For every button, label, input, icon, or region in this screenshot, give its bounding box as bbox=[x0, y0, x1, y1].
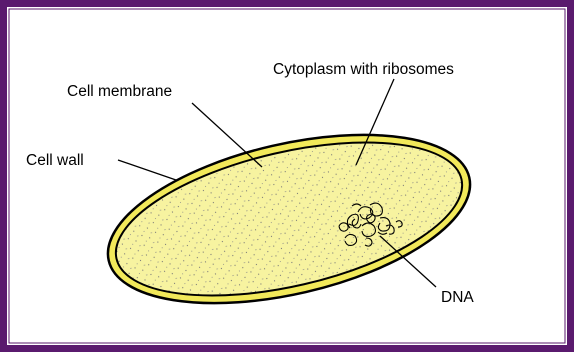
cell-wall-label: Cell wall bbox=[26, 152, 84, 169]
cytoplasm-label: Cytoplasm with ribosomes bbox=[273, 61, 454, 78]
dna-label: DNA bbox=[441, 289, 474, 306]
cell-membrane-label: Cell membrane bbox=[67, 83, 172, 100]
